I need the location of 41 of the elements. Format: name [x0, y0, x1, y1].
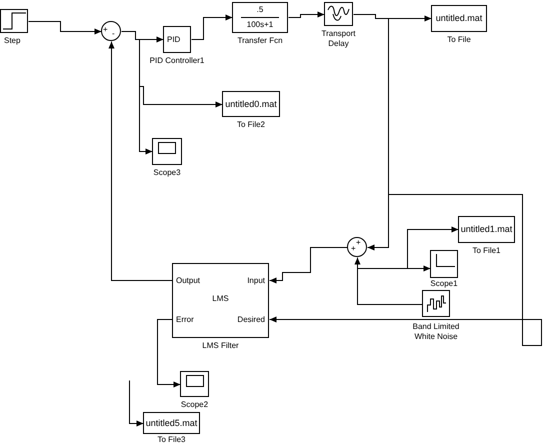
port-label: Output	[176, 277, 200, 285]
file-name: untitled.mat	[436, 14, 482, 23]
file-name: untitled1.mat	[460, 225, 512, 234]
sign-label: +	[351, 245, 356, 253]
block-name: Transport Delay	[320, 29, 356, 49]
block-name: To File2	[237, 120, 265, 130]
block-name: Scope1	[430, 279, 458, 289]
block-name: Scope2	[180, 400, 208, 410]
signal-arrow	[288, 12, 325, 18]
signal-arrow	[28, 21, 102, 34]
block-name: PID Controller1	[150, 56, 204, 66]
sign-label: -	[112, 30, 115, 38]
block-name: Band Limited White Noise	[412, 322, 460, 342]
signal-arrow	[157, 319, 181, 388]
block-name: LMS Filter	[202, 341, 239, 351]
signal-arrow	[269, 247, 348, 284]
block-name: To File1	[472, 246, 500, 256]
signal-arrow	[357, 226, 459, 305]
block-name: Scope3	[153, 168, 181, 178]
sum-junction	[101, 21, 121, 41]
sign-label: +	[356, 239, 361, 247]
sum-junction	[347, 237, 367, 257]
port-label: Desired	[237, 316, 265, 324]
signal-arrow	[121, 31, 153, 154]
file-name: untitled0.mat	[225, 100, 277, 109]
file-name: untitled5.mat	[146, 419, 198, 428]
signal-arrow	[108, 41, 173, 281]
port-label: Input	[247, 277, 265, 285]
block-label: PID	[167, 36, 180, 44]
block-name: To File3	[158, 435, 186, 445]
block-label: 100s+1	[246, 21, 274, 29]
signal-arrow	[191, 14, 233, 40]
signal-arrow	[129, 380, 144, 426]
block-name: Step	[4, 36, 20, 46]
block-label: LMS	[212, 295, 229, 303]
signal-arrow	[269, 14, 542, 346]
sign-label: +	[103, 26, 108, 34]
block-label: .5	[256, 6, 264, 14]
block-name: Transfer Fcn	[237, 36, 283, 46]
block-name: To File	[447, 35, 471, 45]
port-label: Error	[176, 316, 194, 324]
